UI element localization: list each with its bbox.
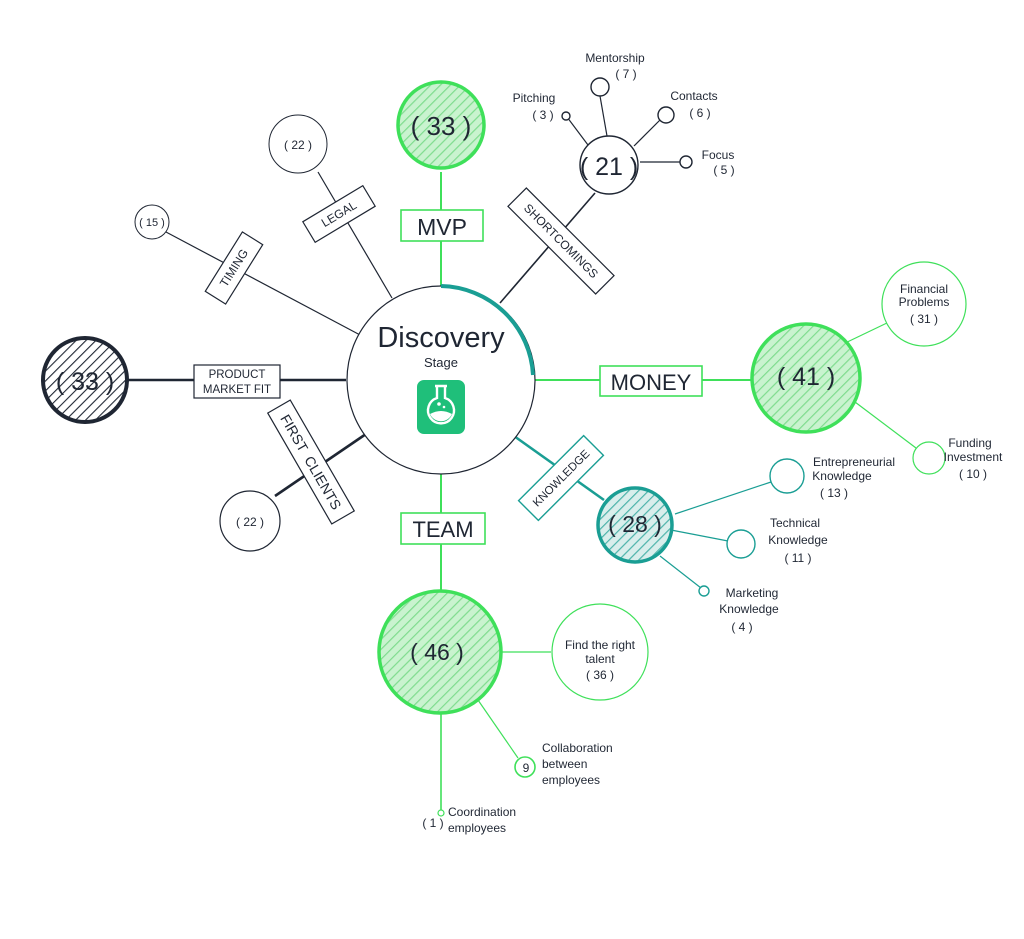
focus-node (679, 155, 693, 169)
mentorship-node (590, 77, 610, 97)
branch-money: MONEY ( 41 ) Financial Problems ( 31 ) F… (599, 261, 1003, 481)
marketing-knowledge-label-line1: Marketing (726, 586, 779, 600)
collaboration-count: 9 (523, 761, 530, 775)
coordination-label-line1: Coordination (448, 805, 516, 819)
find-talent-label-line1: Find the right (565, 638, 636, 652)
pitching-count: ( 3 ) (532, 108, 553, 122)
first-clients-count: ( 22 ) (236, 515, 264, 529)
contacts-label: Contacts (670, 89, 717, 103)
pmf-label-line1: PRODUCT (209, 369, 266, 381)
branch-team: TEAM ( 46 ) Find the right talent ( 36 )… (377, 512, 649, 835)
legal-count: ( 22 ) (284, 138, 312, 152)
first-clients-label: FIRST CLIENTS (277, 412, 344, 513)
center-subtitle: Stage (424, 355, 458, 370)
shortcomings-node (579, 135, 639, 195)
pmf-label-box (193, 364, 281, 399)
center-hub: Discovery Stage (346, 284, 536, 475)
branch-legal: ( 22 ) LEGAL (268, 114, 377, 244)
team-node (377, 589, 503, 715)
money-label: MONEY (611, 370, 692, 395)
first-clients-label-box (266, 399, 356, 525)
marketing-knowledge-node (698, 585, 710, 597)
financial-problems-label-line2: Problems (899, 295, 950, 309)
knowledge-node (596, 486, 674, 564)
entrepreneurial-knowledge-node (769, 458, 805, 494)
contacts-count: ( 6 ) (689, 106, 710, 120)
financial-problems-node (881, 261, 967, 347)
money-count: ( 41 ) (777, 363, 835, 391)
coordination-label-line2: employees (448, 821, 506, 835)
funding-investment-count: ( 10 ) (959, 467, 987, 481)
financial-problems-count: ( 31 ) (910, 312, 938, 326)
timing-count: ( 15 ) (139, 217, 165, 229)
entrepreneurial-knowledge-count: ( 13 ) (820, 486, 848, 500)
pitching-node (561, 111, 571, 121)
marketing-knowledge-count: ( 4 ) (731, 620, 752, 634)
technical-knowledge-label-line1: Technical (770, 516, 820, 530)
find-talent-count: ( 36 ) (586, 668, 614, 682)
pitching-label: Pitching (513, 91, 556, 105)
coordination-node (437, 809, 445, 817)
pmf-count: ( 33 ) (56, 368, 114, 396)
mvp-label: MVP (417, 214, 467, 240)
mvp-count: ( 33 ) (411, 111, 472, 141)
branch-product-market-fit: ( 33 ) PRODUCT MARKET FIT (41, 336, 281, 424)
branch-shortcomings: ( 21 ) SHORTCOMINGS Mentorship ( 7 ) Pit… (507, 51, 735, 295)
financial-problems-label-line1: Financial (900, 282, 948, 296)
funding-investment-label-line2: Investment (944, 450, 1003, 464)
entrepreneurial-knowledge-label-line2: Knowledge (812, 469, 872, 483)
legal-label-box (301, 184, 377, 244)
find-talent-node (551, 603, 649, 701)
knowledge-count: ( 28 ) (608, 511, 662, 537)
entrepreneurial-knowledge-label-line1: Entrepreneurial (813, 455, 895, 469)
branch-timing: ( 15 ) TIMING (134, 204, 264, 305)
mvp-label-box (400, 209, 484, 242)
mentorship-label: Mentorship (585, 51, 645, 65)
technical-knowledge-count: ( 11 ) (784, 551, 811, 565)
legal-node (268, 114, 328, 174)
contacts-node (657, 106, 675, 124)
marketing-knowledge-label-line2: Knowledge (719, 602, 779, 616)
timing-label-box (204, 231, 264, 305)
first-clients-node (219, 490, 281, 552)
money-node (750, 322, 862, 434)
technical-knowledge-node (726, 529, 756, 559)
technical-knowledge-label-line2: Knowledge (768, 533, 828, 547)
mentorship-count: ( 7 ) (615, 67, 636, 81)
team-label-box (400, 512, 486, 545)
branch-mvp: ( 33 ) MVP (396, 80, 486, 242)
shortcomings-label-box (507, 187, 615, 295)
flask-icon (417, 380, 465, 434)
collaboration-label-line3: employees (542, 773, 600, 787)
branch-knowledge: KNOWLEDGE ( 28 ) Entrepreneurial Knowled… (517, 434, 895, 634)
coordination-count: ( 1 ) (422, 816, 443, 830)
center-progress-arc (440, 284, 535, 376)
shortcomings-label: SHORTCOMINGS (521, 201, 601, 281)
funding-investment-node (912, 441, 946, 475)
money-label-box (599, 365, 703, 397)
branch-first-clients: ( 22 ) FIRST CLIENTS (219, 399, 356, 552)
center-title: Discovery (377, 322, 505, 354)
funding-investment-label-line1: Funding (948, 436, 991, 450)
focus-count: ( 5 ) (713, 163, 734, 177)
pmf-label-line2: MARKET FIT (203, 384, 271, 396)
team-count: ( 46 ) (410, 639, 464, 665)
team-label: TEAM (412, 517, 473, 542)
knowledge-label-box (517, 434, 605, 522)
collaboration-label-line1: Collaboration (542, 741, 613, 755)
pmf-node (41, 336, 129, 424)
collaboration-node (514, 756, 536, 778)
shortcomings-count: ( 21 ) (580, 153, 638, 181)
collaboration-label-line2: between (542, 757, 587, 771)
mvp-node (396, 80, 486, 170)
focus-label: Focus (702, 148, 735, 162)
find-talent-label-line2: talent (585, 652, 615, 666)
timing-node (134, 204, 170, 240)
